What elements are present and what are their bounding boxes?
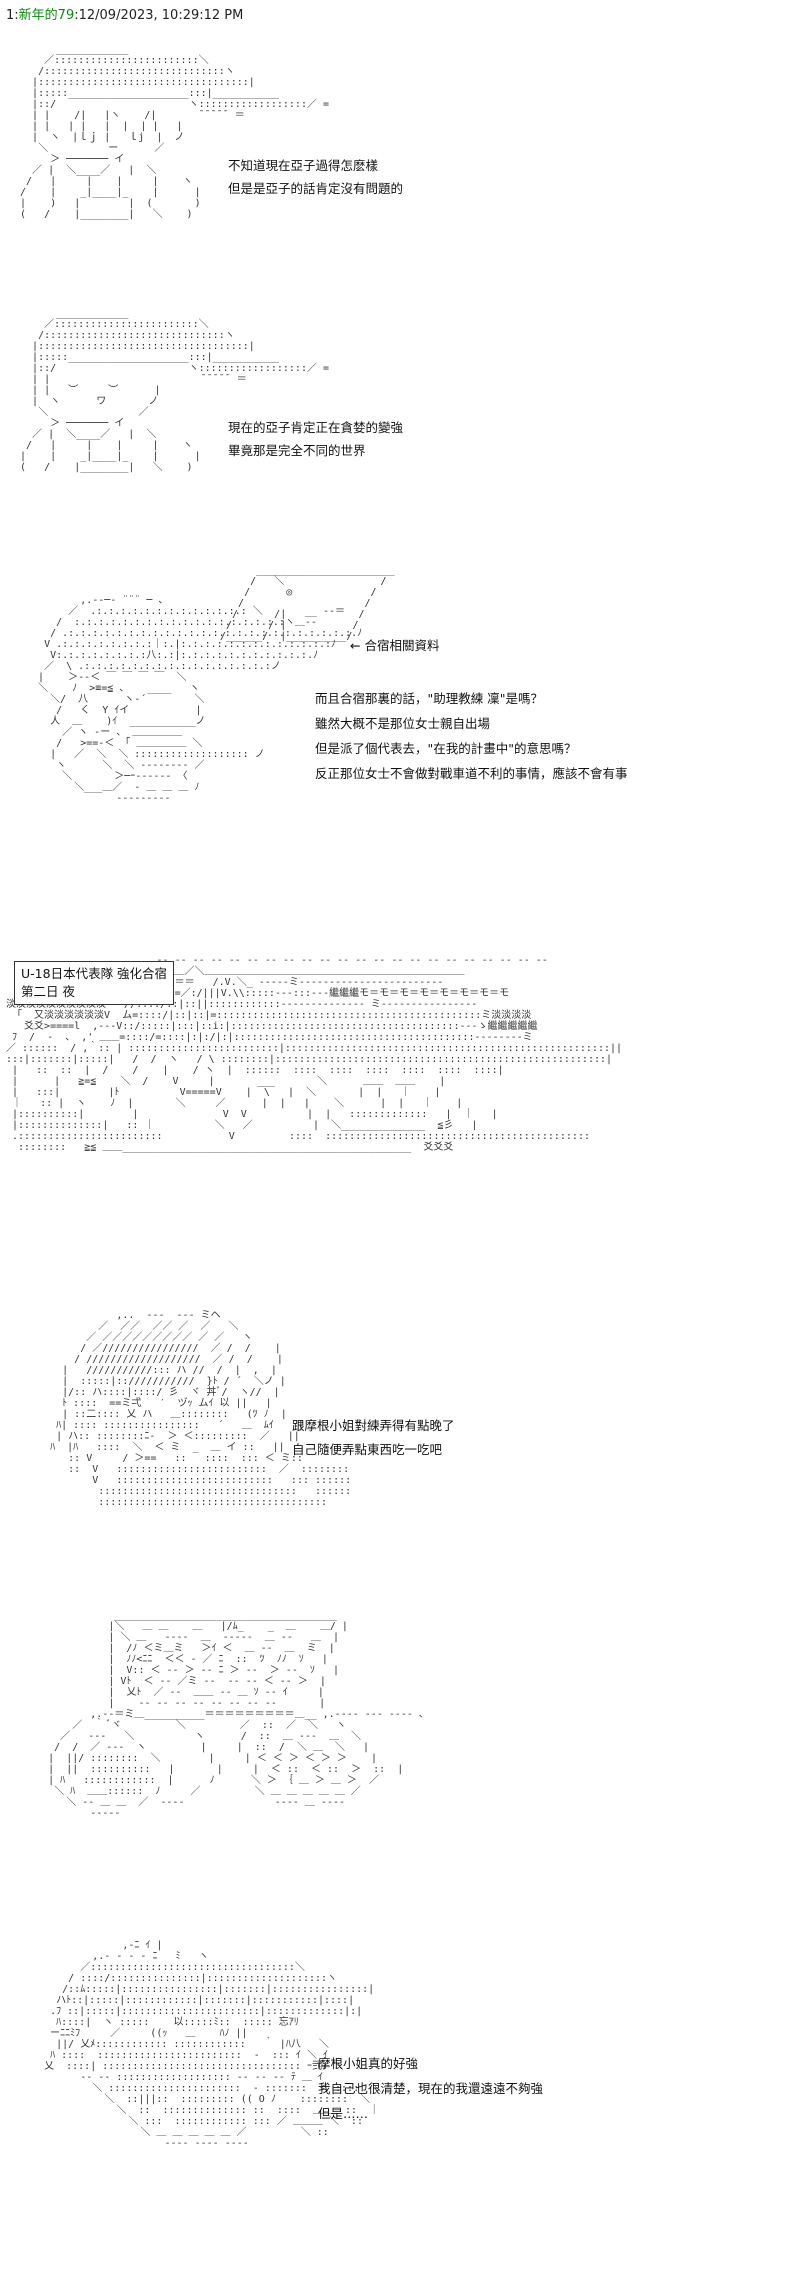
panel-3-line-4: 反正那位女士不會做對戰車道不利的事情，應該不會有事: [315, 766, 628, 781]
ascii-art-girl-cap: ____________ ／::::::::::::::::::::::::＼ …: [20, 44, 330, 220]
ascii-art-building-facade: ‐‐ ‐‐ ‐‐ ‐‐ ‐‐ ‐‐ ‐‐ ‐‐ ‐‐ ‐‐ ‐‐ ‐‐ ‐‐ ‐…: [6, 955, 623, 1153]
scene-caption-box: U-18日本代表隊 強化合宿 第二日 夜: [14, 961, 175, 1005]
document-label-arrow: ← 合宿相關資料: [350, 638, 440, 653]
panel-3-line-1: 而且合宿那裏的話，"助理教練 凜"是嗎？: [315, 691, 543, 706]
panel-2-line-1: 現在的亞子肯定正在貪婪的變強: [228, 420, 404, 435]
panel-7-line-2: 我自己也很清楚，現在的我還遠遠不夠強: [318, 2081, 544, 2096]
panel-5-line-1: 跟摩根小姐對練弄得有點晚了: [292, 1418, 455, 1433]
ascii-art-girl-cap-smile: ____________ ／::::::::::::::::::::::::＼ …: [20, 308, 330, 473]
ascii-art-document-sheet: _______________________ / ＼ / / ◎ / / / …: [220, 565, 395, 642]
panel-3: _______________________ / ＼ / / ◎ / / / …: [0, 565, 800, 940]
panel-1: ____________ ／::::::::::::::::::::::::＼ …: [0, 40, 800, 290]
ascii-art-tray-of-food: _____________________________________ |＼…: [48, 1610, 424, 1819]
panel-7-line-1: 摩根小姐真的好強: [318, 2056, 419, 2071]
ascii-art-girl-eating: ,‐ﾆ ｲ | ,.‐ ‐ ‐ ‐ ﾆ ﾐ ヽ ／:::::::::::::::…: [44, 1940, 382, 2149]
panel-3-line-2: 雖然大概不是那位女士親自出場: [315, 716, 491, 731]
panel-2: ____________ ／::::::::::::::::::::::::＼ …: [0, 300, 800, 550]
post-timestamp: :12/09/2023, 10:29:12 PM: [74, 8, 244, 23]
scene-caption-line-1: U-18日本代表隊 強化合宿: [21, 966, 168, 981]
author-name[interactable]: 新年的79: [18, 8, 75, 23]
panel-3-line-3: 但是派了個代表去，"在我的計畫中"的意思嗎？: [315, 741, 577, 756]
panel-1-line-1: 不知道現在亞子過得怎麽樣: [228, 158, 379, 173]
scene-caption-line-2: 第二日 夜: [21, 984, 75, 999]
panel-5-line-2: 自己隨便弄點東西吃一吃吧: [292, 1442, 443, 1457]
panel-7: ,‐ﾆ ｲ | ,.‐ ‐ ‐ ‐ ﾆ ﾐ ヽ ／:::::::::::::::…: [0, 1940, 800, 2280]
panel-5: ,.. ‐‐‐ ‐‐‐ ミヘ ／ ／／ ／／ ／ ／ ＼ ／ ／／／／／／／／／…: [0, 1310, 800, 1600]
ascii-art-girl-holding-document: ,.--─‐ ¨¨¨ ─ ､ ／ .:.:.:.:.:.:.:.:.:.:.:.…: [38, 595, 363, 804]
panel-1-line-2: 但是是亞子的話肯定沒有問題的: [228, 181, 404, 196]
panel-4: ‐‐ ‐‐ ‐‐ ‐‐ ‐‐ ‐‐ ‐‐ ‐‐ ‐‐ ‐‐ ‐‐ ‐‐ ‐‐ ‐…: [0, 955, 800, 1295]
panel-2-line-2: 畢竟那是完全不同的世界: [228, 443, 366, 458]
ascii-art-girl-profile: ,.. ‐‐‐ ‐‐‐ ミヘ ／ ／／ ／／ ／ ／ ＼ ／ ／／／／／／／／／…: [50, 1310, 352, 1508]
post-number: 1: [6, 8, 15, 23]
post-number-colon: :: [14, 8, 19, 23]
panel-6: _____________________________________ |＼…: [0, 1610, 800, 1910]
panel-7-line-3: 但是……: [318, 2106, 369, 2121]
post-header: 1:新年的79:12/09/2023, 10:29:12 PM: [6, 8, 243, 24]
